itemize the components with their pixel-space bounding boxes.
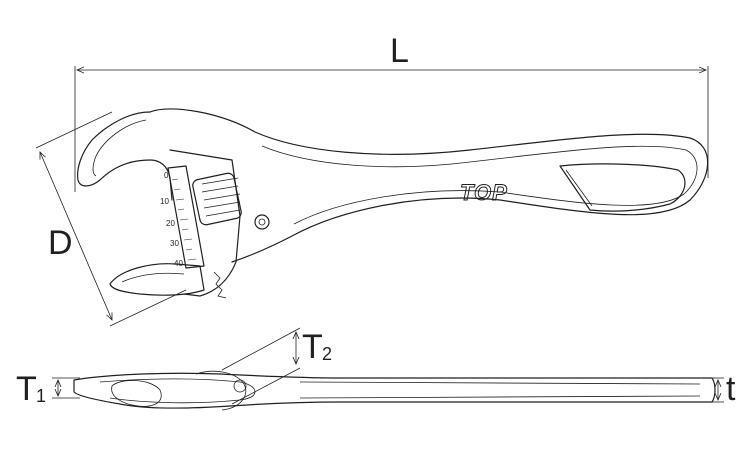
- jaw-capacity-label: D: [48, 224, 73, 262]
- scale-ticks: [171, 178, 197, 261]
- wrench-side-view: [73, 370, 716, 411]
- pivot-pin: [254, 214, 270, 230]
- hang-hole: [559, 163, 686, 212]
- scale-mark-40: 40: [174, 259, 183, 268]
- jaw-scale-bar: [167, 165, 205, 269]
- side-gear-housing: [195, 370, 247, 411]
- worm-gear: [192, 172, 242, 226]
- length-label: L: [390, 32, 409, 70]
- jaw-capacity-dimension: D: [35, 111, 187, 327]
- t2-extension-top: [221, 327, 301, 371]
- pivot-pin-center: [258, 218, 266, 226]
- side-pivot: [233, 379, 247, 393]
- scale-mark-30: 30: [170, 239, 179, 248]
- hang-hole-bevel: [565, 169, 593, 207]
- jaw-dimension-line: [40, 152, 112, 320]
- t-label: t: [726, 370, 736, 408]
- wrench-top-view: 0 10 20 30 40 TOP: [77, 108, 709, 299]
- head-thickness-1-dimension: T 1: [16, 370, 80, 408]
- top-brand-logo: TOP: [460, 180, 508, 205]
- side-handle-line-top: [299, 381, 701, 385]
- movable-jaw: [109, 263, 205, 296]
- handle-outline: [149, 108, 709, 263]
- jaw-extension-top: [35, 111, 113, 149]
- fixed-jaw: [77, 111, 173, 201]
- t2-label: T: [302, 328, 323, 366]
- handle-thickness-dimension: t: [712, 370, 736, 408]
- t2-extension-bottom: [231, 367, 301, 405]
- handle-inner-outline: [261, 145, 698, 225]
- jaw-body: [169, 149, 241, 297]
- head-thickness-2-dimension: T 2: [221, 327, 332, 405]
- scale-mark-0: 0: [164, 171, 169, 180]
- t1-subscript: 1: [36, 386, 46, 406]
- side-handle-line-bottom: [299, 395, 701, 399]
- jaw-teeth: [213, 271, 227, 299]
- t1-label: T: [16, 370, 37, 408]
- scale-mark-10: 10: [160, 197, 169, 206]
- scale-mark-20: 20: [166, 219, 175, 228]
- movable-jaw-inner: [121, 272, 185, 283]
- side-jaw-lobe: [111, 380, 162, 407]
- jaw-extension-bottom: [109, 289, 187, 327]
- side-head-contour: [99, 378, 256, 404]
- t2-subscript: 2: [322, 344, 332, 364]
- fixed-jaw-inner: [92, 119, 147, 177]
